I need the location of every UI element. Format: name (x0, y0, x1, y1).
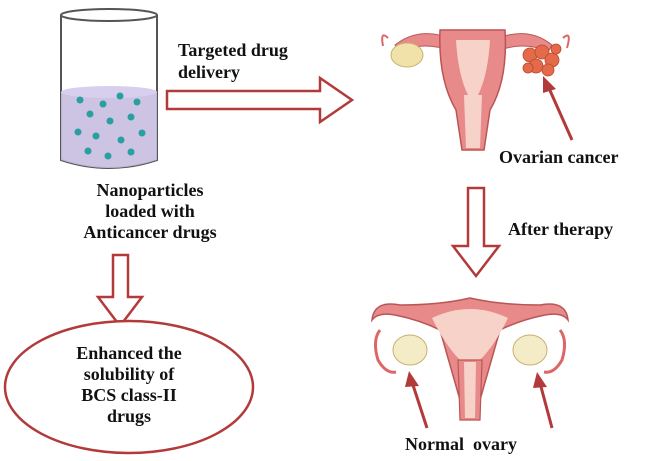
targeted-delivery-label: Targeted drug delivery (178, 39, 358, 83)
uterus-with-cancer (381, 29, 570, 151)
nanoparticles (74, 92, 146, 160)
after-therapy-label: After therapy (508, 219, 614, 239)
arrow-targeted-delivery (165, 75, 355, 125)
uterus-normal (370, 297, 570, 421)
caption-line: Nanoparticles (96, 180, 204, 200)
ellipse-line: drugs (106, 406, 151, 426)
pointer-normal-ovary-right (533, 372, 554, 429)
beaker (60, 8, 158, 169)
caption-line: loaded with (105, 201, 195, 221)
arrow-to-solubility (95, 253, 145, 329)
ellipse-line: BCS class-II (81, 385, 177, 405)
pointer-normal-ovary-left (405, 371, 429, 429)
caption-line: Anticancer drugs (83, 222, 217, 242)
normal-ovary-label: Normal ovary (405, 434, 517, 454)
beaker-liquid (61, 92, 157, 168)
solubility-ellipse (3, 319, 255, 455)
solubility-text: Enhanced the solubility of BCS class-II … (40, 343, 218, 427)
arrow-after-therapy (450, 186, 502, 279)
normal-ovary-left (392, 334, 428, 366)
ellipse-line: solubility of (83, 364, 175, 384)
pointer-ovarian-cancer (543, 76, 574, 141)
tumor-icon (522, 43, 562, 77)
ovarian-cancer-label: Ovarian cancer (499, 147, 619, 167)
normal-ovary-left-top (390, 42, 424, 68)
normal-ovary-right (512, 334, 548, 366)
label-line: delivery (178, 62, 240, 82)
ellipse-line: Enhanced the (76, 343, 182, 363)
beaker-caption: Nanoparticles loaded with Anticancer dru… (40, 180, 260, 243)
label-line: Targeted drug (178, 40, 288, 60)
